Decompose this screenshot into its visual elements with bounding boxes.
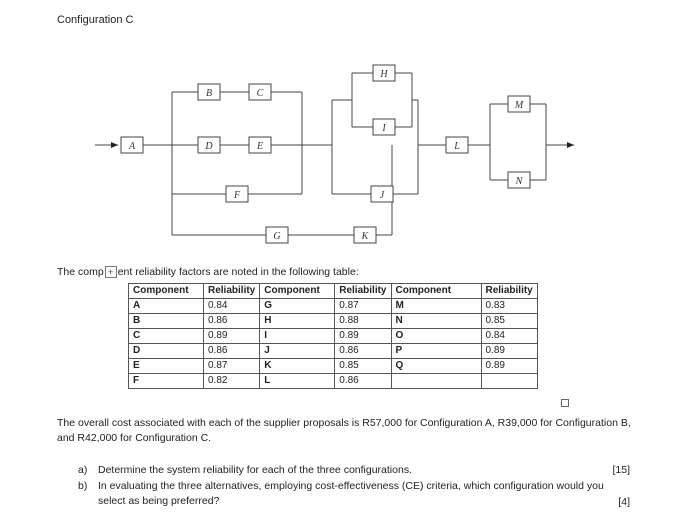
table-header-cell: Component	[128, 283, 204, 299]
table-cell: E	[128, 358, 204, 374]
table-cell: L	[259, 373, 336, 389]
table-header-cell: Component	[259, 283, 336, 299]
table-cell: 0.89	[480, 358, 538, 374]
table-cell: 0.84	[202, 298, 261, 314]
component-reliability-table: Component Reliability Component Reliabil…	[128, 283, 538, 389]
block-j: J	[370, 185, 394, 203]
svg-text:H: H	[379, 69, 388, 80]
svg-text:K: K	[361, 231, 370, 242]
table-row: E 0.87 K 0.85 Q 0.89	[128, 358, 538, 374]
question-b: b) In evaluating the three alternatives,…	[78, 479, 630, 511]
block-c: C	[248, 83, 272, 101]
block-a: A	[120, 136, 144, 154]
svg-text:N: N	[515, 176, 524, 187]
table-header-cell: Reliability	[480, 283, 538, 299]
svg-text:A: A	[128, 141, 136, 152]
cost-paragraph: The overall cost associated with each of…	[57, 417, 631, 444]
table-resize-handle-icon[interactable]	[561, 399, 569, 407]
intro-text-part: ent reliability factors are noted in the…	[117, 266, 359, 278]
block-f: F	[225, 185, 249, 203]
svg-text:F: F	[233, 190, 241, 201]
table-header-cell: Reliability	[334, 283, 392, 299]
table-cell: N	[390, 313, 482, 329]
table-cell: Q	[390, 358, 482, 374]
table-cell: A	[128, 298, 204, 314]
configuration-title: Configuration C	[57, 14, 134, 26]
table-cell: 0.88	[334, 313, 392, 329]
table-cell: C	[128, 328, 204, 344]
table-row: B 0.86 H 0.88 N 0.85	[128, 313, 538, 329]
block-d: D	[197, 136, 221, 154]
table-cell: F	[128, 373, 204, 389]
svg-text:G: G	[273, 231, 280, 242]
intro-text-part: The comp	[57, 266, 104, 278]
table-cell	[390, 373, 482, 389]
block-k: K	[353, 226, 377, 244]
table-cell: 0.89	[334, 328, 392, 344]
table-cell: 0.89	[480, 343, 538, 359]
block-g: G	[265, 226, 289, 244]
block-e: E	[248, 136, 272, 154]
table-row: F 0.82 L 0.86	[128, 373, 538, 389]
svg-text:E: E	[256, 141, 263, 152]
block-l: L	[445, 136, 469, 154]
reliability-block-diagram: A B C D E F G H I J K L M N	[95, 64, 574, 244]
table-cell: 0.86	[202, 313, 261, 329]
table-cell: 0.85	[334, 358, 392, 374]
table-cell: K	[259, 358, 336, 374]
question-marks: [4]	[618, 496, 630, 508]
table-cell: I	[259, 328, 336, 344]
question-marks: [15]	[612, 464, 630, 476]
table-cell: 0.86	[334, 343, 392, 359]
table-cell: 0.89	[202, 328, 261, 344]
table-cell: O	[390, 328, 482, 344]
svg-text:C: C	[257, 88, 264, 99]
table-cell: H	[259, 313, 336, 329]
table-cell: B	[128, 313, 204, 329]
block-b: B	[197, 83, 221, 101]
svg-text:B: B	[206, 88, 212, 99]
question-label: a)	[78, 464, 88, 476]
question-label: b)	[78, 480, 88, 492]
table-cell: 0.85	[480, 313, 538, 329]
block-h: H	[372, 64, 396, 82]
table-row: C 0.89 I 0.89 O 0.84	[128, 328, 538, 344]
table-cell: D	[128, 343, 204, 359]
question-text: Determine the system reliability for eac…	[98, 464, 412, 476]
table-cell: M	[390, 298, 482, 314]
svg-text:L: L	[453, 141, 460, 152]
table-move-handle-icon[interactable]: +	[104, 266, 117, 279]
block-i: I	[372, 118, 396, 136]
table-row: D 0.86 J 0.86 P 0.89	[128, 343, 538, 359]
table-cell: 0.84	[480, 328, 538, 344]
svg-text:M: M	[514, 100, 524, 111]
svg-text:J: J	[380, 190, 385, 201]
table-cell: G	[259, 298, 336, 314]
table-cell	[480, 373, 538, 389]
block-n: N	[507, 171, 531, 189]
svg-text:I: I	[381, 123, 386, 134]
table-cell: 0.86	[202, 343, 261, 359]
table-cell: 0.87	[202, 358, 261, 374]
table-row: A 0.84 G 0.87 M 0.83	[128, 298, 538, 314]
table-cell: 0.82	[202, 373, 261, 389]
table-intro-text: The comp+ent reliability factors are not…	[57, 266, 359, 279]
table-cell: 0.87	[334, 298, 392, 314]
block-m: M	[507, 95, 531, 113]
table-cell: P	[390, 343, 482, 359]
table-cell: 0.83	[480, 298, 538, 314]
table-header-row: Component Reliability Component Reliabil…	[128, 283, 538, 299]
question-text: In evaluating the three alternatives, em…	[98, 480, 604, 507]
table-cell: J	[259, 343, 336, 359]
table-cell: 0.86	[334, 373, 392, 389]
table-header-cell: Reliability	[202, 283, 261, 299]
svg-text:D: D	[204, 141, 213, 152]
table-header-cell: Component	[390, 283, 482, 299]
